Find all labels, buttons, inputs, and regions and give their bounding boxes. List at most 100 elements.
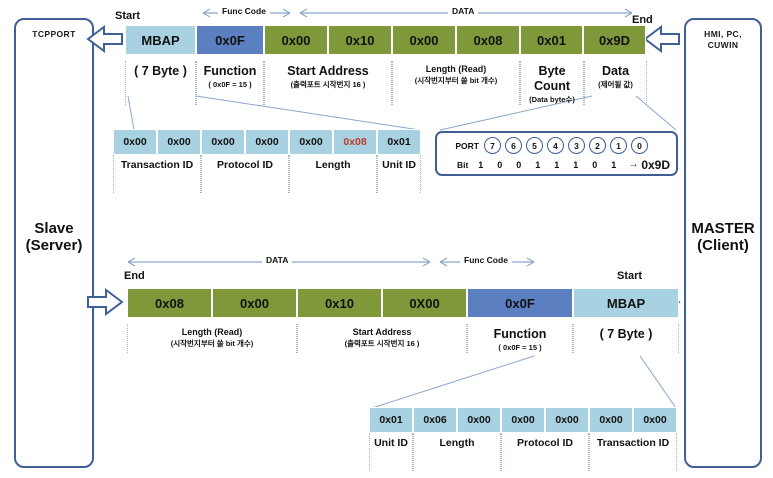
mbap-detail-cell: 0x00 [457, 407, 501, 433]
mbap-detail-cell: 0x00 [545, 407, 589, 433]
mbap-detail-cell: 0x00 [201, 129, 245, 155]
mbap-detail-cell: 0x00 [113, 129, 157, 155]
frame-caption: Function( 0x0F = 15 ) [196, 61, 264, 105]
port-bit-value: 0 [497, 159, 503, 170]
data-label-response: DATA [262, 255, 293, 265]
frame-cell-0x10: 0x10 [328, 25, 392, 55]
start-label-request: Start [115, 10, 141, 22]
frame-cell-0x08: 0x08 [127, 288, 212, 318]
port-bit-value: 0 [516, 159, 522, 170]
frame-caption: Length (Read) (시작번지부터 쓸 bit 개수) [392, 61, 520, 105]
frame-cell-0x00: 0x00 [392, 25, 456, 55]
port-bit-value: 1 [554, 159, 560, 170]
frame-caption-sub: (제어될 값) [598, 80, 633, 89]
port-number-circle: 6 [505, 137, 522, 154]
slave-title: Slave (Server) [16, 220, 92, 254]
master-device-label: HMI, PC, CUWIN [686, 29, 760, 51]
port-label: PORT [455, 140, 479, 151]
frame-caption-sub: (출력포트 시작번지 16 ) [344, 339, 420, 348]
frame-caption-title: Data [601, 64, 630, 78]
frame-caption: Function ( 0x0F = 15 ) [467, 324, 573, 353]
end-label-response: End [124, 270, 145, 282]
master-device-label-line1: HMI, PC, [704, 29, 742, 39]
mbap-detail-caption: Protocol ID [501, 433, 589, 471]
master-device-label-line2: CUWIN [707, 40, 739, 50]
mbap-detail-caption: Unit ID [369, 433, 413, 471]
frame-caption-sub: (출력포트 시작번지 16 ) [290, 80, 366, 89]
mbap-detail-cell: 0x08 [333, 129, 377, 155]
frame-caption: Length (Read) (시작번지부터 쓸 bit 개수) [127, 324, 297, 353]
frame-caption-title: Start Address [352, 327, 412, 337]
port-bit-value: 1 [611, 159, 617, 170]
mbap-detail-cell: 0x00 [245, 129, 289, 155]
frame-caption-title: Start Address [287, 64, 369, 78]
frame-caption: Byte Count (Data byte수) [520, 61, 584, 105]
frame-caption: Start Address (출력포트 시작번지 16 ) [297, 324, 467, 353]
frame-caption-title: Function [493, 327, 547, 341]
port-bit-value: 1 [535, 159, 541, 170]
frame-cell-0x08: 0x08 [456, 25, 520, 55]
frame-caption-title: Byte Count [533, 64, 571, 93]
connector-response-mbap-left [371, 355, 535, 409]
frame-cell-0x0f: 0x0F [467, 288, 573, 318]
slave-subtitle-text: (Server) [25, 237, 83, 254]
response-caption-row: Length (Read) (시작번지부터 쓸 bit 개수) Start Addr… [127, 324, 679, 353]
port-bit-value: 1 [573, 159, 579, 170]
frame-cell-0x9d: 0x9D [583, 25, 646, 55]
frame-cell-0x0f: 0x0F [196, 25, 264, 55]
frame-caption-sub: (시작번지부터 쓸 bit 개수) [414, 76, 498, 85]
request-caption-row: ( 7 Byte )Function( 0x0F = 15 )Start Add… [125, 61, 647, 105]
slave-title-text: Slave [34, 220, 74, 237]
frame-caption-sub: ( 0x0F = 15 ) [208, 80, 252, 89]
frame-caption: ( 7 Byte ) [573, 324, 679, 353]
mbap-detail-cell: 0x06 [413, 407, 457, 433]
port-number-circle: 7 [484, 137, 501, 154]
request-block-arrow-right [643, 25, 680, 53]
start-label-response: Start [617, 270, 643, 282]
master-subtitle-text: (Client) [697, 237, 749, 254]
frame-cell-mbap: MBAP [573, 288, 679, 318]
frame-cell-0x00: 0x00 [212, 288, 297, 318]
port-number-circle: 0 [631, 137, 648, 154]
port-bit-value: 1 [478, 159, 484, 170]
frame-cell-0x00: 0x00 [264, 25, 328, 55]
master-title-text: MASTER [691, 220, 755, 237]
mbap-detail-cell: 0x01 [377, 129, 421, 155]
frame-cell-0x00: 0X00 [382, 288, 467, 318]
data-label-request: DATA [448, 6, 479, 16]
slave-node: TCPPORT Slave (Server) [14, 18, 94, 468]
frame-caption-title: ( 7 Byte ) [134, 64, 187, 78]
mbap-detail-caption: Unit ID [377, 155, 421, 193]
master-node: HMI, PC, CUWIN MASTER (Client) [684, 18, 762, 468]
bit-label: Bit [456, 159, 469, 170]
port-number-circle: 1 [610, 137, 627, 154]
bit-result-value: 0x9D [641, 157, 670, 172]
frame-cell-0x01: 0x01 [520, 25, 583, 55]
frame-caption: Start Address (출력포트 시작번지 16 ) [264, 61, 392, 105]
frame-caption-sub: (Data byte수) [529, 95, 575, 104]
bit-arrow-icon: → [628, 159, 639, 170]
frame-caption: ( 7 Byte ) [125, 61, 196, 105]
mbap-detail-caption: Length [289, 155, 377, 193]
mbap-detail-cell: 0x00 [633, 407, 677, 433]
master-title: MASTER (Client) [686, 220, 760, 254]
frame-caption-title: Length (Read) [425, 64, 487, 74]
frame-caption-title: Length (Read) [181, 327, 243, 337]
mbap-detail-caption: Length [413, 433, 501, 471]
port-number-circle: 3 [568, 137, 585, 154]
frame-cell-mbap: MBAP [125, 25, 196, 55]
frame-caption-sub: (시작번지부터 쓸 bit 개수) [170, 339, 254, 348]
frame-caption-sub: ( 0x0F = 15 ) [498, 343, 542, 352]
port-number-circle: 2 [589, 137, 606, 154]
